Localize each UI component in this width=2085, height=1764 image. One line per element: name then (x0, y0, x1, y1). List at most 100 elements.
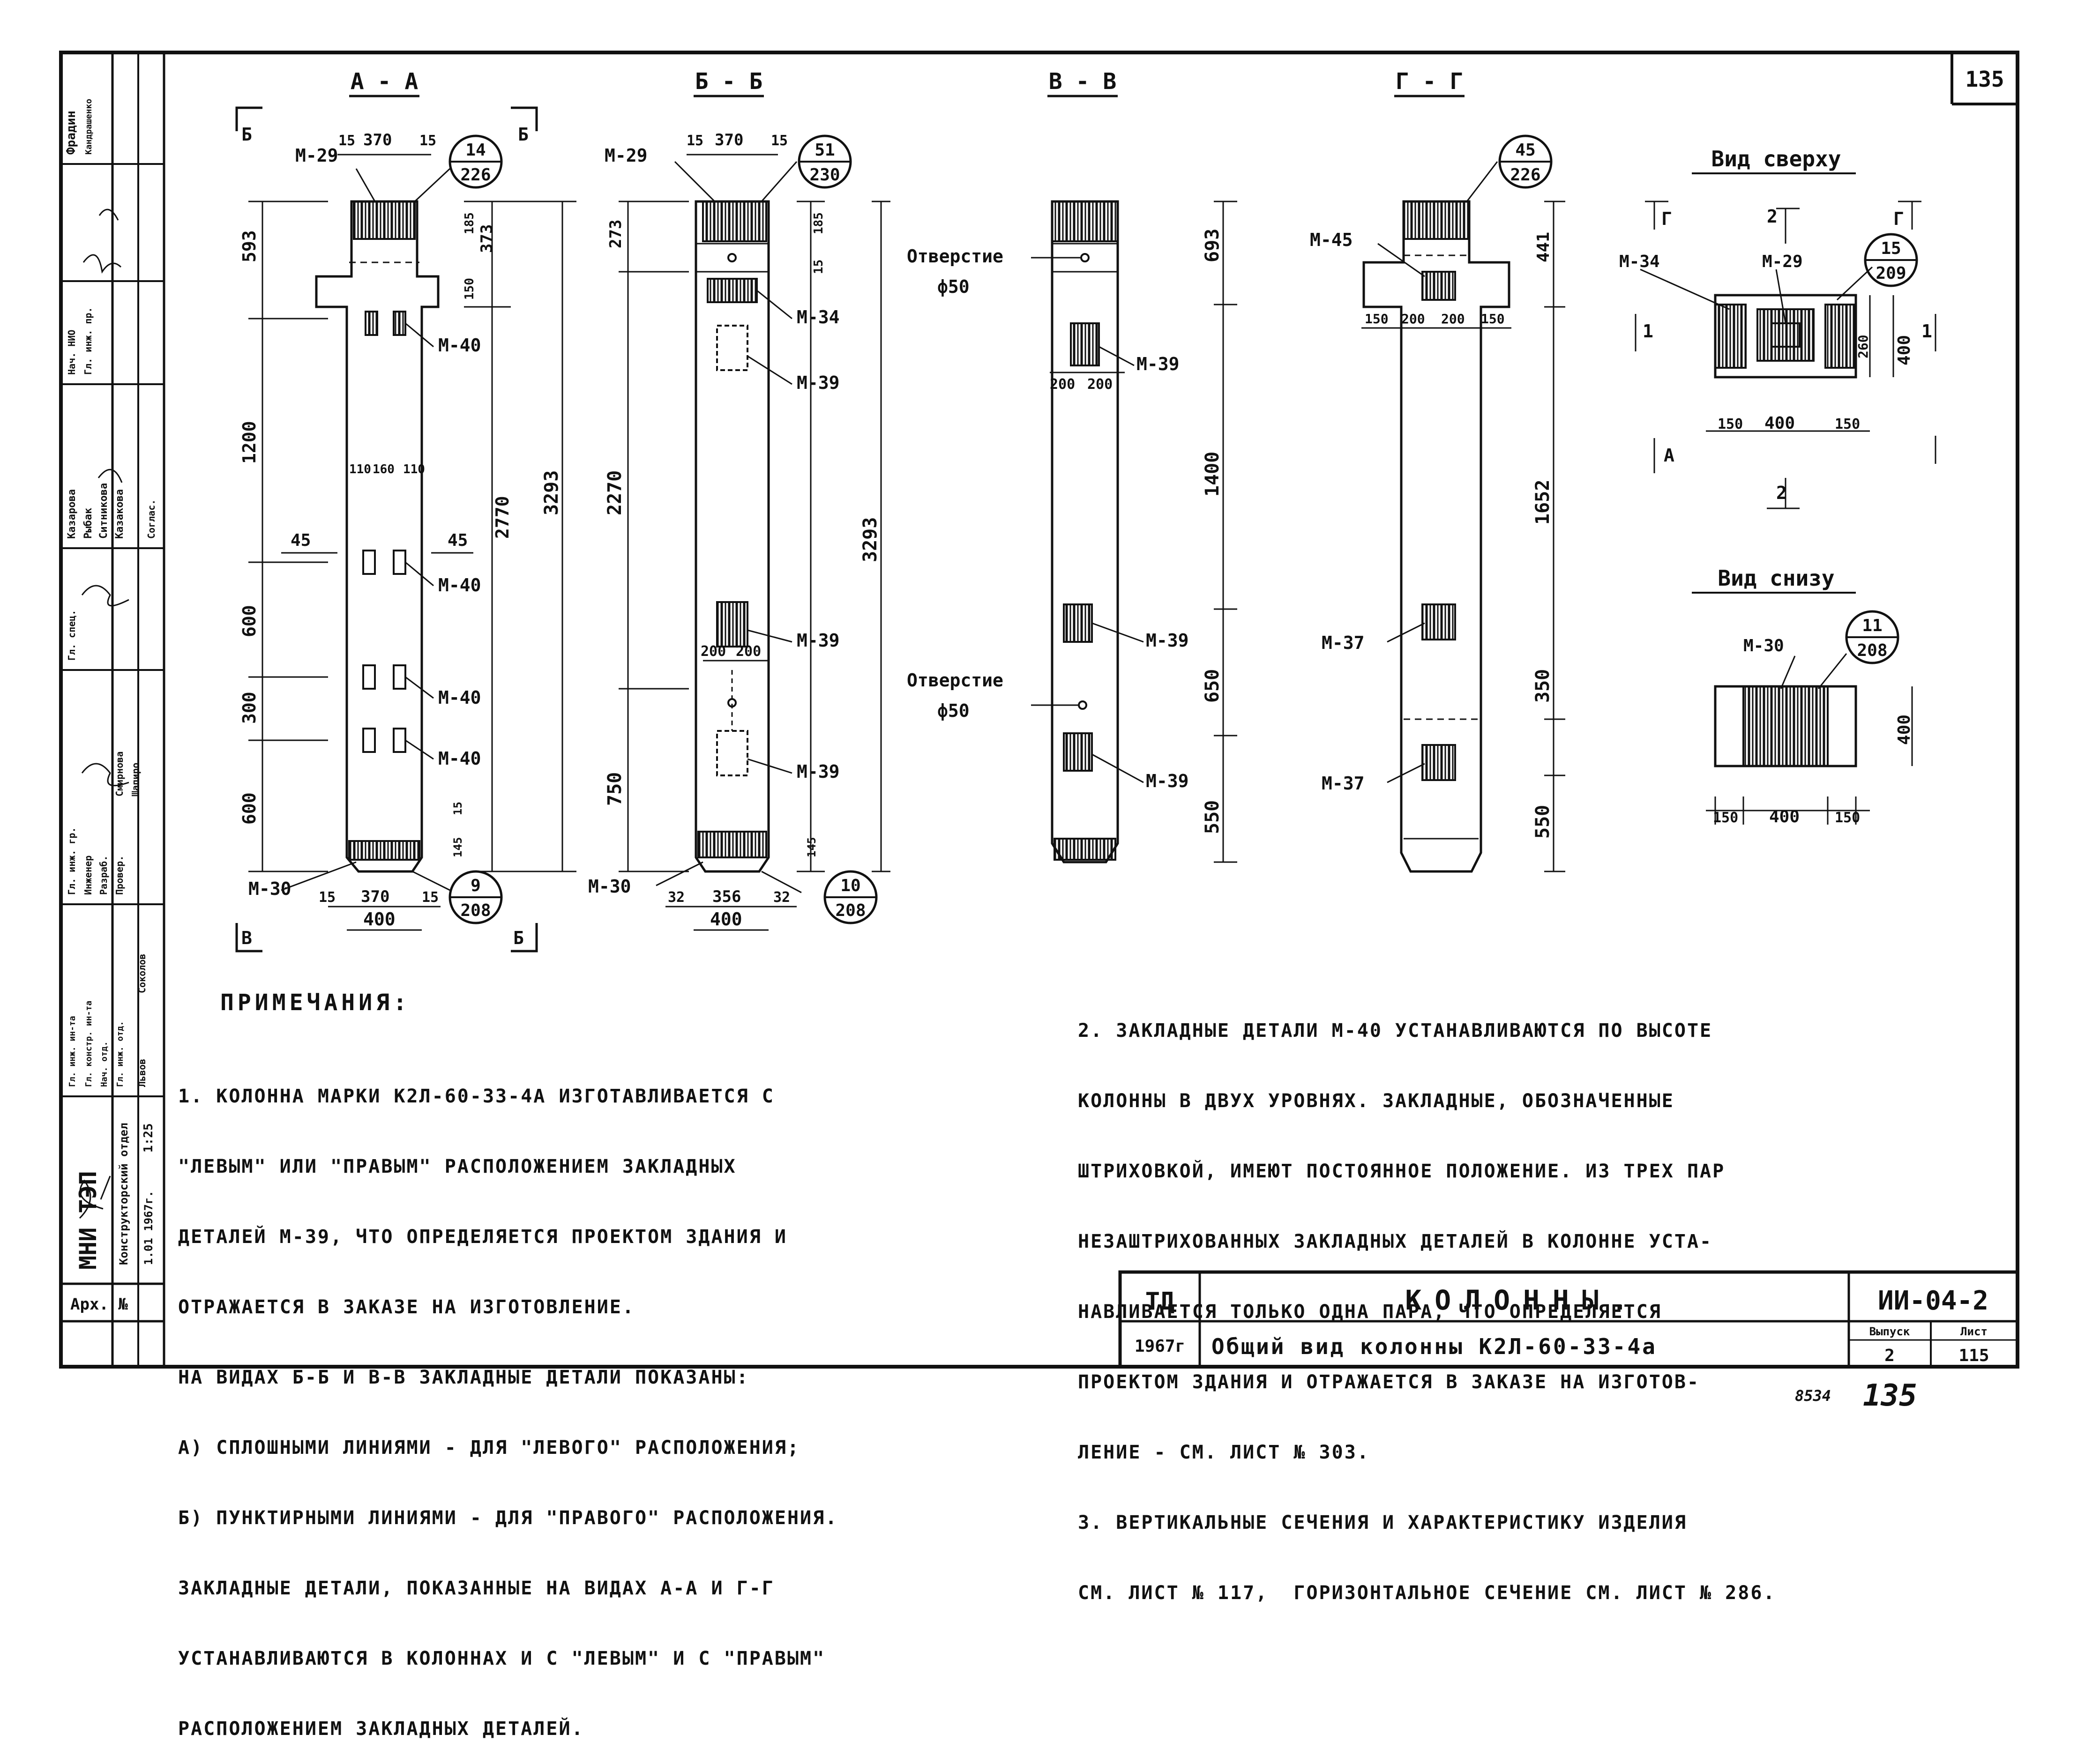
note-left-line: б) пунктирными линиями - для "правого" р… (178, 1507, 838, 1529)
svg-text:150: 150 (1481, 311, 1505, 327)
label-m37-g-g-1: М-37 (1322, 633, 1365, 653)
svg-text:15: 15 (419, 133, 436, 149)
stamp-name-3: Шапиро (130, 763, 141, 796)
label-m39-b-b-1: М-39 (797, 372, 840, 393)
note-left-line: "левым" или "правым" расположением закла… (178, 1156, 737, 1177)
column-outline-a-a (315, 200, 440, 873)
label-m30-a-a: М-30 (248, 878, 291, 899)
m40-plate-1r (393, 311, 406, 336)
label-m40-2: М-40 (438, 575, 481, 595)
top-view-m29 (1756, 308, 1815, 362)
svg-text:145: 145 (451, 837, 464, 857)
drawing-sheet: 135 Арх. № МНИ ТЭП Конструкторский отдел… (59, 51, 2019, 1413)
callout-15-209: 15 209 (1864, 233, 1918, 287)
view-from-below: Вид снизу М-30 11 208 150 400 150 400 (1692, 566, 1914, 826)
svg-text:208: 208 (460, 901, 491, 920)
label-m37-g-g-2: М-37 (1322, 773, 1365, 794)
hole-label-2: Отверстие (907, 670, 1003, 691)
note-left-line: На видах Б-Б и В-В закладные детали пока… (178, 1367, 749, 1388)
top-embed-a-a (353, 201, 416, 240)
svg-text:14: 14 (465, 141, 486, 160)
hole-label-1: Отверстие (907, 246, 1003, 267)
svg-text:650: 650 (1202, 669, 1223, 703)
callout-51-230: 51 230 (798, 134, 852, 189)
m39-plate-v-v-3 (1063, 732, 1093, 772)
note-left-line: расположением закладных деталей. (178, 1718, 584, 1740)
m40-plate-2r (393, 550, 406, 575)
note-right-line: см. лист № 117, горизонтальное сечение с… (1078, 1582, 1776, 1604)
label-m39-v-v-2: М-39 (1146, 630, 1189, 651)
stamp-role-7: Провер. (114, 856, 125, 895)
svg-text:400: 400 (1769, 807, 1800, 826)
note-right-line: навливается только одна пара, что опреде… (1078, 1301, 1662, 1323)
m37-plate-g-g-2 (1421, 744, 1456, 781)
note-right-line: 2. Закладные детали М-40 устанавливаются… (1078, 1020, 1713, 1042)
svg-text:209: 209 (1876, 264, 1906, 283)
m40-plate-4r (393, 728, 406, 753)
svg-text:1200: 1200 (239, 421, 260, 464)
m39-plate-v-v-2 (1063, 603, 1093, 643)
stamp-role-11: Соглас. (146, 499, 157, 539)
svg-text:370: 370 (715, 131, 743, 149)
label-m39-v-v-3: М-39 (1146, 771, 1189, 791)
title-main: КОЛОННЫ. (1405, 1284, 1641, 1316)
cut-mark-2-bottom: 2 (1776, 483, 1787, 503)
svg-text:45: 45 (291, 531, 311, 550)
svg-text:160: 160 (373, 462, 395, 476)
svg-text:145: 145 (805, 837, 818, 857)
stamp-date: 1.01 1967г. (142, 1191, 155, 1265)
title-sheet: 115 (1958, 1346, 1989, 1365)
svg-text:600: 600 (239, 605, 260, 637)
top-embed-g-g (1403, 201, 1470, 240)
m40-plate-3l (362, 664, 376, 690)
cut-mark-g-right: Г (1893, 208, 1904, 229)
bottom-embed-v-v (1054, 838, 1116, 861)
bottom-view-m30 (1742, 685, 1829, 767)
note-left-line: Закладные детали, показанные на видах А-… (178, 1578, 775, 1599)
view-from-above: Вид сверху Г Г 2 1 1 А 2 М-34 М-29 1 (1619, 146, 1936, 509)
stamp-number-bottom: 8534 (1795, 1387, 1831, 1405)
svg-text:593: 593 (239, 230, 260, 262)
section-b-b: Б - Б М-29 М-34 М-39 М-39 М-39 М-30 51 2… (588, 68, 890, 931)
title-subtitle: Общий вид колонны К2Л-60-33-4а (1211, 1334, 1657, 1359)
svg-text:750: 750 (604, 772, 626, 806)
column-outline-g-g (1362, 200, 1510, 873)
svg-text:150: 150 (1835, 810, 1860, 826)
section-v-v: В - В Отверстие ф50 Отверстие ф50 М-39 М… (907, 68, 1237, 863)
note-right-line: проектом здания и отражается в заказе на… (1078, 1371, 1700, 1393)
note-left-line: деталей М-39, что определяется проектом … (178, 1226, 787, 1248)
svg-text:150: 150 (1713, 810, 1738, 826)
svg-text:3293: 3293 (541, 470, 562, 515)
note-right-line: незаштрихованных закладных деталей в кол… (1078, 1231, 1713, 1252)
section-g-g: Г - Г М-45 М-37 М-37 45 226 441 1652 350 (1310, 68, 1565, 873)
label-m39-v-v-1: М-39 (1136, 354, 1180, 374)
top-embed-b-b (702, 201, 767, 242)
svg-text:15: 15 (1881, 239, 1901, 258)
page-number-bottom: 135 (1863, 1378, 1917, 1413)
svg-text:300: 300 (239, 692, 260, 724)
svg-text:400: 400 (710, 909, 742, 930)
note-left-line: 1. Колонна марки К2Л-60-33-4а изготавлив… (178, 1086, 775, 1107)
label-m30-bottom-view: М-30 (1743, 636, 1784, 655)
column-outline-b-b (695, 200, 770, 873)
m45-plate-g-g (1421, 271, 1456, 301)
svg-text:400: 400 (1895, 335, 1914, 365)
svg-text:15: 15 (422, 889, 439, 906)
stamp-name-4: Казарова (66, 489, 78, 539)
svg-text:185: 185 (463, 212, 477, 234)
svg-text:1400: 1400 (1202, 452, 1223, 497)
stamp-name-5: Рыбак (82, 508, 94, 539)
svg-text:441: 441 (1534, 232, 1553, 262)
svg-text:10: 10 (840, 876, 860, 895)
svg-text:370: 370 (361, 887, 389, 906)
m34-plate-b-b (707, 278, 758, 303)
cut-mark-2-top: 2 (1767, 206, 1778, 227)
stamp-role-9: Нач. НИО (66, 330, 77, 375)
svg-text:200: 200 (701, 643, 726, 660)
svg-text:400: 400 (363, 909, 396, 930)
cut-mark-a-bottom: А (1664, 445, 1674, 466)
svg-text:600: 600 (239, 792, 260, 825)
m39-plate-b-b-2 (716, 601, 748, 648)
stamp-archive: Арх. № (70, 1295, 128, 1314)
stamp-name-1: Соколов (136, 954, 148, 993)
